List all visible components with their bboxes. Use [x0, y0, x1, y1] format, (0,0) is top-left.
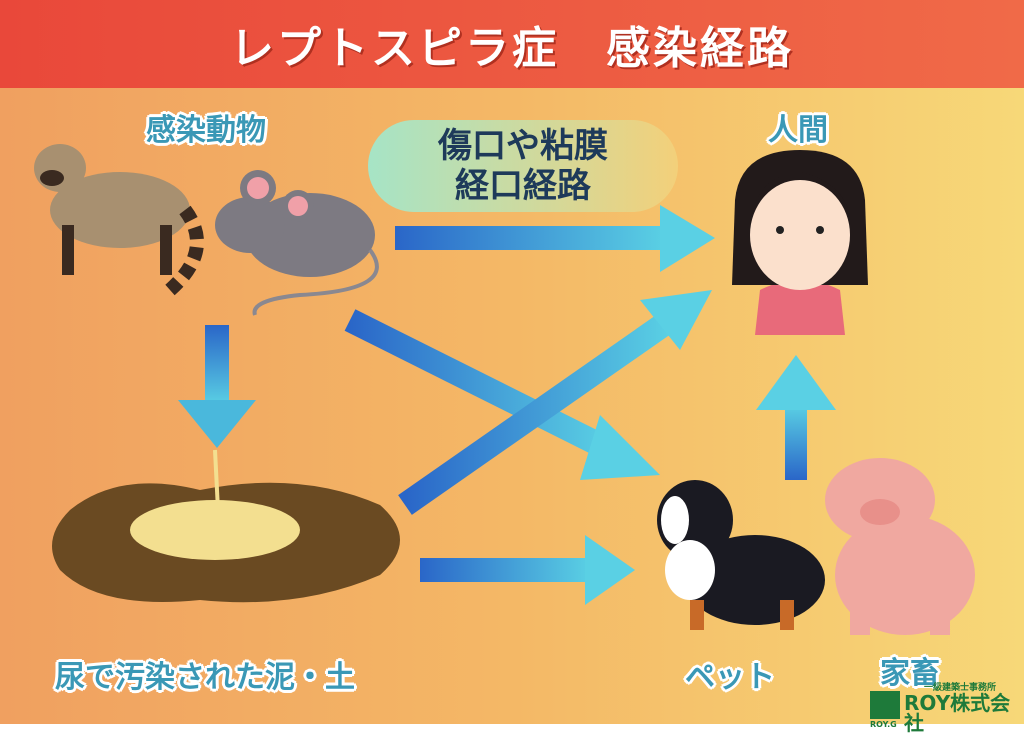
- label-pet: ペット: [685, 660, 775, 695]
- logo-mark-icon: ROY.G: [870, 690, 900, 729]
- label-soil: 尿で汚染された泥・土: [55, 660, 355, 695]
- human-illustration: [732, 150, 868, 335]
- label-human: 人間: [768, 113, 828, 148]
- title-bar: レプトスピラ症 感染経路: [0, 0, 1024, 88]
- mud-puddle-illustration: [52, 449, 400, 603]
- arrow-animals-to-soil: [178, 325, 256, 448]
- page-title: レプトスピラ症 感染経路: [230, 23, 794, 74]
- arrow-soil-to-human: [398, 290, 712, 515]
- arrow-animals-to-human: [395, 205, 715, 272]
- arrow-animals-to-pet: [344, 309, 660, 480]
- route-line-1: 傷口や粘膜: [438, 126, 608, 166]
- route-badge: 傷口や粘膜 経口経路: [368, 120, 678, 212]
- label-infected-animals: 感染動物: [146, 113, 266, 148]
- pig-illustration: [825, 458, 975, 635]
- company-logo: ROY.G 一級建築士事務所 ROY株式会社: [870, 683, 1011, 735]
- civet-illustration: [34, 144, 204, 296]
- mouse-illustration: [215, 170, 379, 316]
- arrow-livestock-to-human: [756, 355, 836, 480]
- dog-illustration: [657, 480, 825, 630]
- label-livestock: 家畜: [880, 656, 940, 691]
- route-line-2: 経口経路: [455, 166, 591, 206]
- arrow-soil-to-pet: [420, 535, 635, 605]
